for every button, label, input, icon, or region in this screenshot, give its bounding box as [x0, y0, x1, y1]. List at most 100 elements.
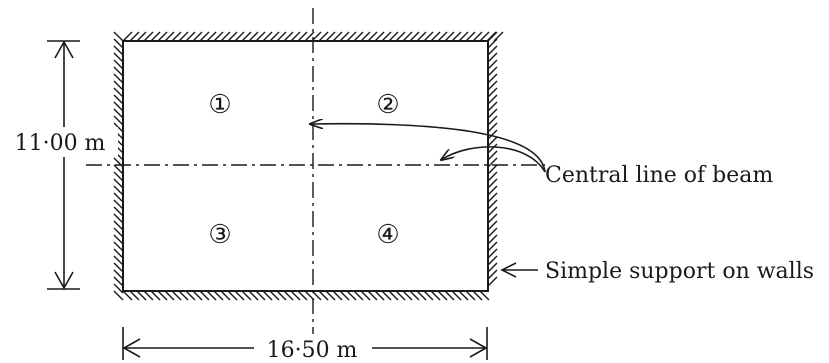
hatch-stroke — [113, 192, 124, 203]
width-dimension-label: 16·50 m — [267, 338, 358, 363]
hatch-stroke — [479, 31, 490, 42]
hatch-stroke — [487, 248, 498, 259]
panel-4-label: ④ — [376, 220, 399, 250]
hatch-stroke — [213, 290, 224, 301]
hatch-stroke — [164, 31, 175, 42]
hatch-stroke — [113, 59, 124, 70]
hatch-stroke — [416, 290, 427, 301]
hatch-stroke — [297, 290, 308, 301]
hatch-stroke — [276, 290, 287, 301]
hatch-stroke — [129, 290, 140, 301]
hatch-stroke — [122, 290, 133, 301]
hatch-stroke — [227, 290, 238, 301]
hatch-stroke — [402, 290, 413, 301]
hatch-stroke — [487, 52, 498, 63]
hatch-stroke — [113, 164, 124, 175]
hatch-stroke — [487, 206, 498, 217]
hatch-stroke — [423, 31, 434, 42]
beam-annotation: Central line of beam — [545, 163, 773, 188]
hatch-stroke — [192, 31, 203, 42]
hatch-stroke — [346, 290, 357, 301]
hatch-stroke — [487, 227, 498, 238]
hatch-stroke — [437, 290, 448, 301]
hatch-stroke — [143, 290, 154, 301]
hatch-stroke — [122, 31, 133, 42]
hatch-stroke — [113, 227, 124, 238]
hatch-stroke — [262, 31, 273, 42]
hatch-stroke — [487, 66, 498, 77]
hatch-stroke — [113, 290, 124, 301]
hatch-stroke — [113, 115, 124, 126]
hatch-stroke — [486, 31, 497, 42]
hatch-stroke — [487, 192, 498, 203]
hatch-stroke — [430, 290, 441, 301]
hatch-stroke — [136, 31, 147, 42]
hatch-stroke — [487, 255, 498, 266]
hatch-stroke — [487, 136, 498, 147]
hatch-stroke — [113, 220, 124, 231]
hatch-stroke — [374, 290, 385, 301]
hatch-stroke — [367, 31, 378, 42]
hatch-stroke — [423, 290, 434, 301]
hatch-stroke — [113, 171, 124, 182]
hatch-stroke — [416, 31, 427, 42]
hatch-stroke — [185, 31, 196, 42]
hatch-stroke — [346, 31, 357, 42]
hatch-stroke — [487, 38, 498, 49]
hatch-stroke — [360, 31, 371, 42]
hatch-stroke — [113, 248, 124, 259]
hatch-stroke — [113, 276, 124, 287]
hatch-stroke — [113, 213, 124, 224]
hatch-stroke — [325, 31, 336, 42]
hatch-stroke — [283, 31, 294, 42]
hatch-stroke — [227, 31, 238, 42]
hatch-stroke — [367, 290, 378, 301]
hatch-stroke — [241, 31, 252, 42]
hatch-stroke — [451, 290, 462, 301]
hatch-stroke — [164, 290, 175, 301]
hatch-stroke — [381, 31, 392, 42]
hatch-stroke — [192, 290, 203, 301]
hatch-stroke — [241, 290, 252, 301]
hatch-stroke — [493, 31, 504, 42]
hatch-stroke — [325, 290, 336, 301]
hatch-stroke — [113, 94, 124, 105]
hatch-stroke — [136, 290, 147, 301]
hatch-stroke — [113, 45, 124, 56]
hatch-stroke — [339, 31, 350, 42]
hatch-stroke — [487, 185, 498, 196]
hatch-stroke — [113, 178, 124, 189]
hatch-stroke — [487, 101, 498, 112]
hatch-stroke — [458, 290, 469, 301]
panel-3-label: ③ — [208, 220, 231, 250]
panel-1-label: ① — [208, 90, 231, 120]
hatch-stroke — [487, 276, 498, 287]
hatch-stroke — [157, 290, 168, 301]
hatch-stroke — [487, 73, 498, 84]
hatch-stroke — [113, 185, 124, 196]
hatch-stroke — [234, 290, 245, 301]
hatch-stroke — [487, 213, 498, 224]
hatch-stroke — [402, 31, 413, 42]
hatch-stroke — [332, 31, 343, 42]
hatch-stroke — [360, 290, 371, 301]
hatch-stroke — [150, 31, 161, 42]
wall-hatch-left — [113, 31, 124, 301]
hatch-stroke — [388, 290, 399, 301]
hatch-stroke — [487, 129, 498, 140]
hatch-stroke — [430, 31, 441, 42]
hatch-stroke — [269, 290, 280, 301]
hatch-stroke — [213, 31, 224, 42]
hatch-stroke — [248, 290, 259, 301]
hatch-stroke — [304, 31, 315, 42]
hatch-stroke — [388, 31, 399, 42]
wall-hatch-bottom — [122, 290, 490, 301]
hatch-stroke — [113, 38, 124, 49]
wall-hatch-top — [122, 31, 504, 42]
hatch-stroke — [487, 59, 498, 70]
hatch-stroke — [113, 255, 124, 266]
hatch-stroke — [178, 31, 189, 42]
hatch-stroke — [248, 31, 259, 42]
height-dimension-label: 11·00 m — [15, 131, 106, 156]
